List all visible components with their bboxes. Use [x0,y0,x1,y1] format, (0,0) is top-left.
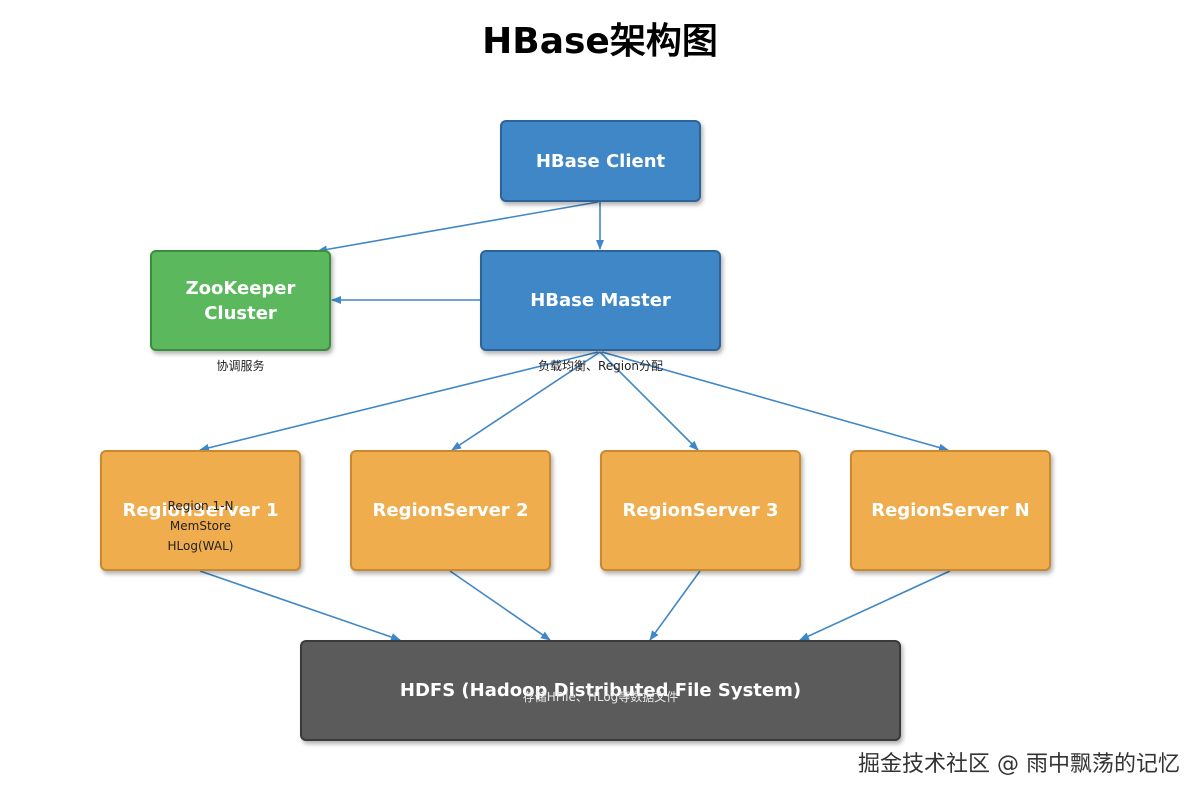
hdfs-label: HDFS (Hadoop Distributed File System) [399,680,802,701]
master-note: 负载均衡、Region分配 [537,359,664,373]
regionserver-1-details: Region 1-N MemStore HLog(WAL) [100,496,301,556]
hbase-master-node: HBase Master [480,250,721,351]
hdfs-note: 存储HFile、HLog等数据文件 [522,690,679,704]
rs1-detail-memstore: MemStore [169,519,232,533]
hbase-client-node: HBase Client [500,120,701,202]
hdfs-node: HDFS (Hadoop Distributed File System) [300,640,901,741]
zookeeper-note: 协调服务 [216,359,265,373]
regionserver-3-node: RegionServer 3 [600,450,801,571]
regionserver-2-node: RegionServer 2 [350,450,551,571]
regionserver-n-label: RegionServer N [871,500,1030,521]
edge-master-rs1 [199,351,599,452]
edge-rsn-hdfs [799,570,951,641]
zookeeper-node: ZooKeeper Cluster [150,250,331,351]
watermark: 掘金技术社区 @ 雨中飘荡的记忆 [858,752,1180,777]
regionserver-1-label: RegionServer 1 [122,500,279,521]
rs1-detail-region: Region 1-N [167,499,234,513]
edge-master-rsn [601,351,949,452]
regionserver-n-node: RegionServer N [850,450,1051,571]
edge-rs2-hdfs [449,570,551,641]
page-title: HBase架构图 [482,21,718,62]
regionserver-3-label: RegionServer 3 [622,500,779,521]
zookeeper-label: ZooKeeper Cluster [185,277,296,324]
rs1-detail-hlog: HLog(WAL) [167,539,234,553]
edge-master-rs2 [451,351,601,451]
edge-client-zookeeper [317,201,599,254]
hbase-client-label: HBase Client [535,150,666,172]
regionserver-1-node: RegionServer 1 [100,450,301,571]
regionserver-2-label: RegionServer 2 [372,500,529,521]
edge-master-rs3 [599,351,699,451]
edge-rs1-hdfs [199,570,401,641]
edge-rs3-hdfs [649,570,701,641]
hbase-master-label: HBase Master [530,290,671,311]
